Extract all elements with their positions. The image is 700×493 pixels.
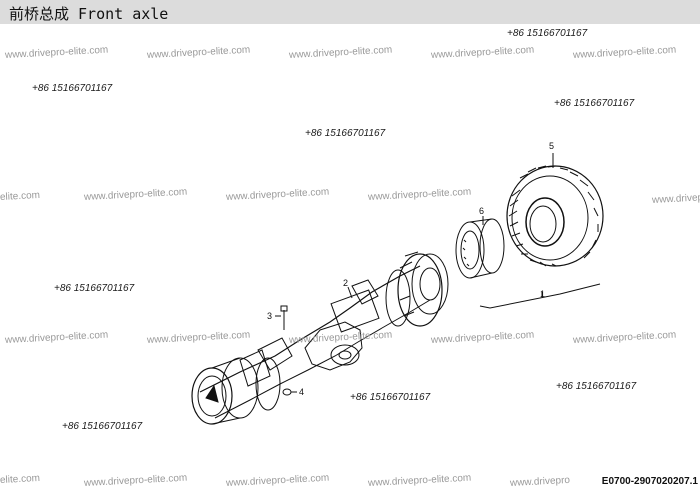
right-hub-illustration	[385, 251, 449, 327]
drawing-code: E0700-2907020207.1	[601, 476, 698, 487]
phone-number: +86 15166701167	[305, 128, 386, 139]
callout-2: 2	[343, 278, 349, 288]
callout-6: 6	[479, 206, 485, 216]
rim-illustration	[455, 218, 505, 279]
watermark: elite.com	[0, 472, 41, 486]
tire-illustration	[506, 165, 604, 267]
page-title: 前桥总成 Front axle	[9, 5, 169, 23]
left-hub-illustration	[191, 357, 281, 425]
axle-housing-illustration	[199, 265, 431, 419]
phone-number: +86 15166701167	[507, 28, 588, 39]
header-bar: 前桥总成 Front axle	[0, 0, 700, 24]
callout-4: 4	[299, 387, 305, 397]
callout-1: 1	[540, 289, 546, 299]
nut-illustration	[282, 388, 292, 396]
phone-number: +86 15166701167	[54, 283, 135, 294]
phone-number: +86 15166701167	[556, 381, 637, 392]
bolt-illustration	[280, 305, 288, 330]
phone-number: +86 15166701167	[62, 421, 143, 432]
phone-number: +86 15166701167	[350, 392, 431, 403]
phone-number: +86 15166701167	[554, 98, 635, 109]
callout-5: 5	[549, 141, 555, 151]
watermark: elite.com	[0, 189, 41, 203]
callout-3: 3	[267, 311, 273, 321]
phone-number: +86 15166701167	[32, 83, 113, 94]
